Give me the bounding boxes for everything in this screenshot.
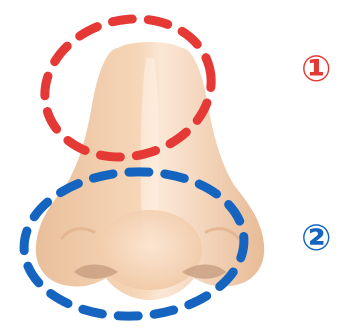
region-2-marker: ② [301,221,331,257]
nose-tip-shape [98,210,202,290]
region-1-marker: ① [301,52,331,88]
